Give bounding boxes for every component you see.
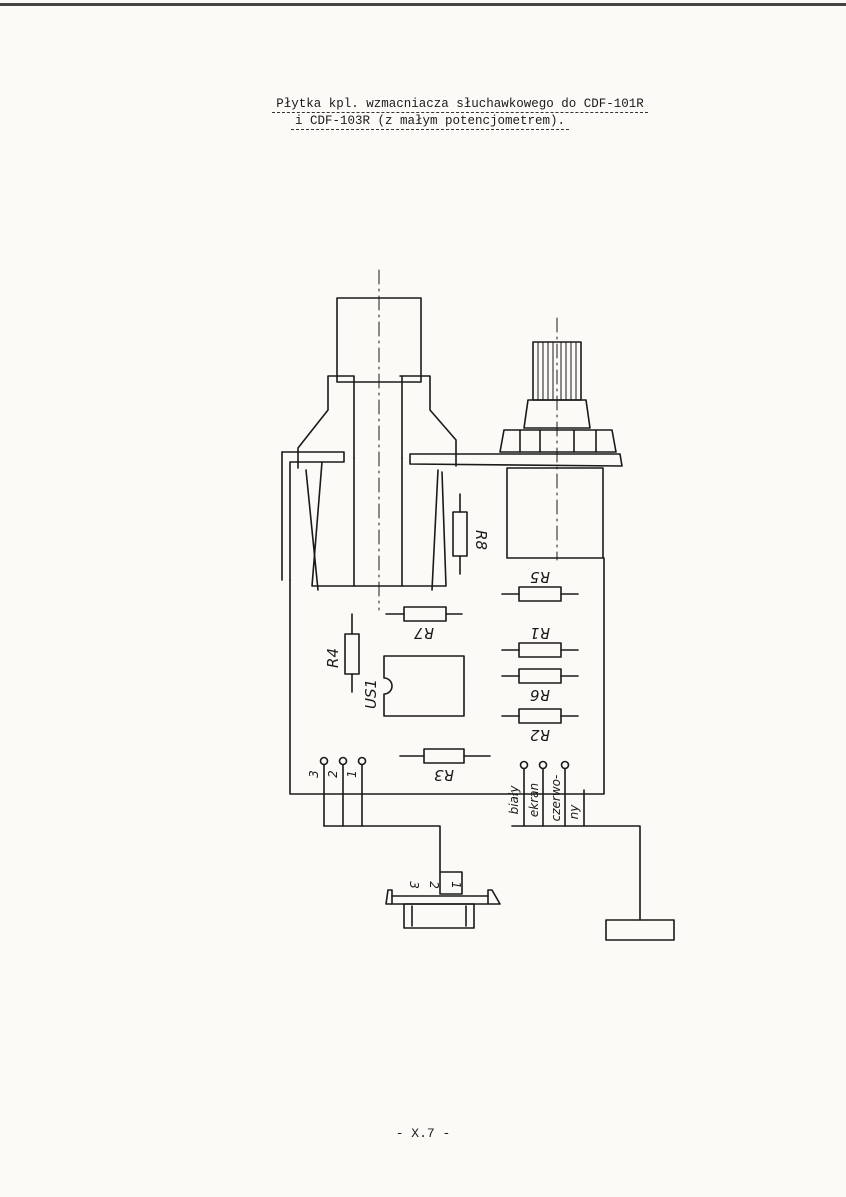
resistor-r4 <box>344 613 360 693</box>
label-connector-pin-1: 1 <box>449 881 463 889</box>
resistor-r6 <box>501 668 579 684</box>
top-border <box>0 3 846 6</box>
label-r2: R2 <box>530 726 550 744</box>
title-line-2: i CDF-103R (z małym potencjometrem). <box>290 113 570 130</box>
label-left-pin-1: 1 <box>345 770 359 778</box>
label-left-pin-3: 3 <box>307 770 321 778</box>
label-r3: R3 <box>434 766 454 784</box>
label-r4: R4 <box>324 648 342 668</box>
label-wire-white: biały <box>507 785 521 815</box>
board-outline <box>289 557 605 795</box>
mounting-bracket <box>409 453 623 467</box>
label-us1: US1 <box>362 679 380 709</box>
ic-us1 <box>383 655 465 717</box>
label-connector-pin-2: 2 <box>427 881 441 889</box>
label-connector-pin-3: 3 <box>407 881 421 889</box>
resistor-r7 <box>385 606 463 622</box>
label-wire-red: czerwo- <box>549 775 563 822</box>
label-r5: R5 <box>530 568 550 586</box>
cable-end <box>605 919 675 941</box>
label-r1: R1 <box>530 624 550 642</box>
resistor-r8 <box>452 493 468 575</box>
resistor-r1 <box>501 642 579 658</box>
resistor-r5 <box>501 586 579 602</box>
right-pins <box>511 760 641 921</box>
left-pins <box>319 756 441 873</box>
resistor-r3 <box>399 748 491 764</box>
headphone-jack <box>281 269 457 611</box>
label-r7: R7 <box>414 624 434 642</box>
label-r6: R6 <box>530 686 550 704</box>
document-title: Płytka kpl. wzmacniacza słuchawkowego do… <box>200 96 720 130</box>
connector-3pin <box>385 871 501 929</box>
label-left-pin-2: 2 <box>326 770 340 778</box>
page-number: - X.7 - <box>395 1126 451 1141</box>
label-r8: R8 <box>472 530 490 550</box>
resistor-r2 <box>501 708 579 724</box>
label-wire-red-cont: ny <box>567 804 581 820</box>
potentiometer <box>499 317 617 561</box>
label-wire-screen: ekran <box>527 783 541 817</box>
